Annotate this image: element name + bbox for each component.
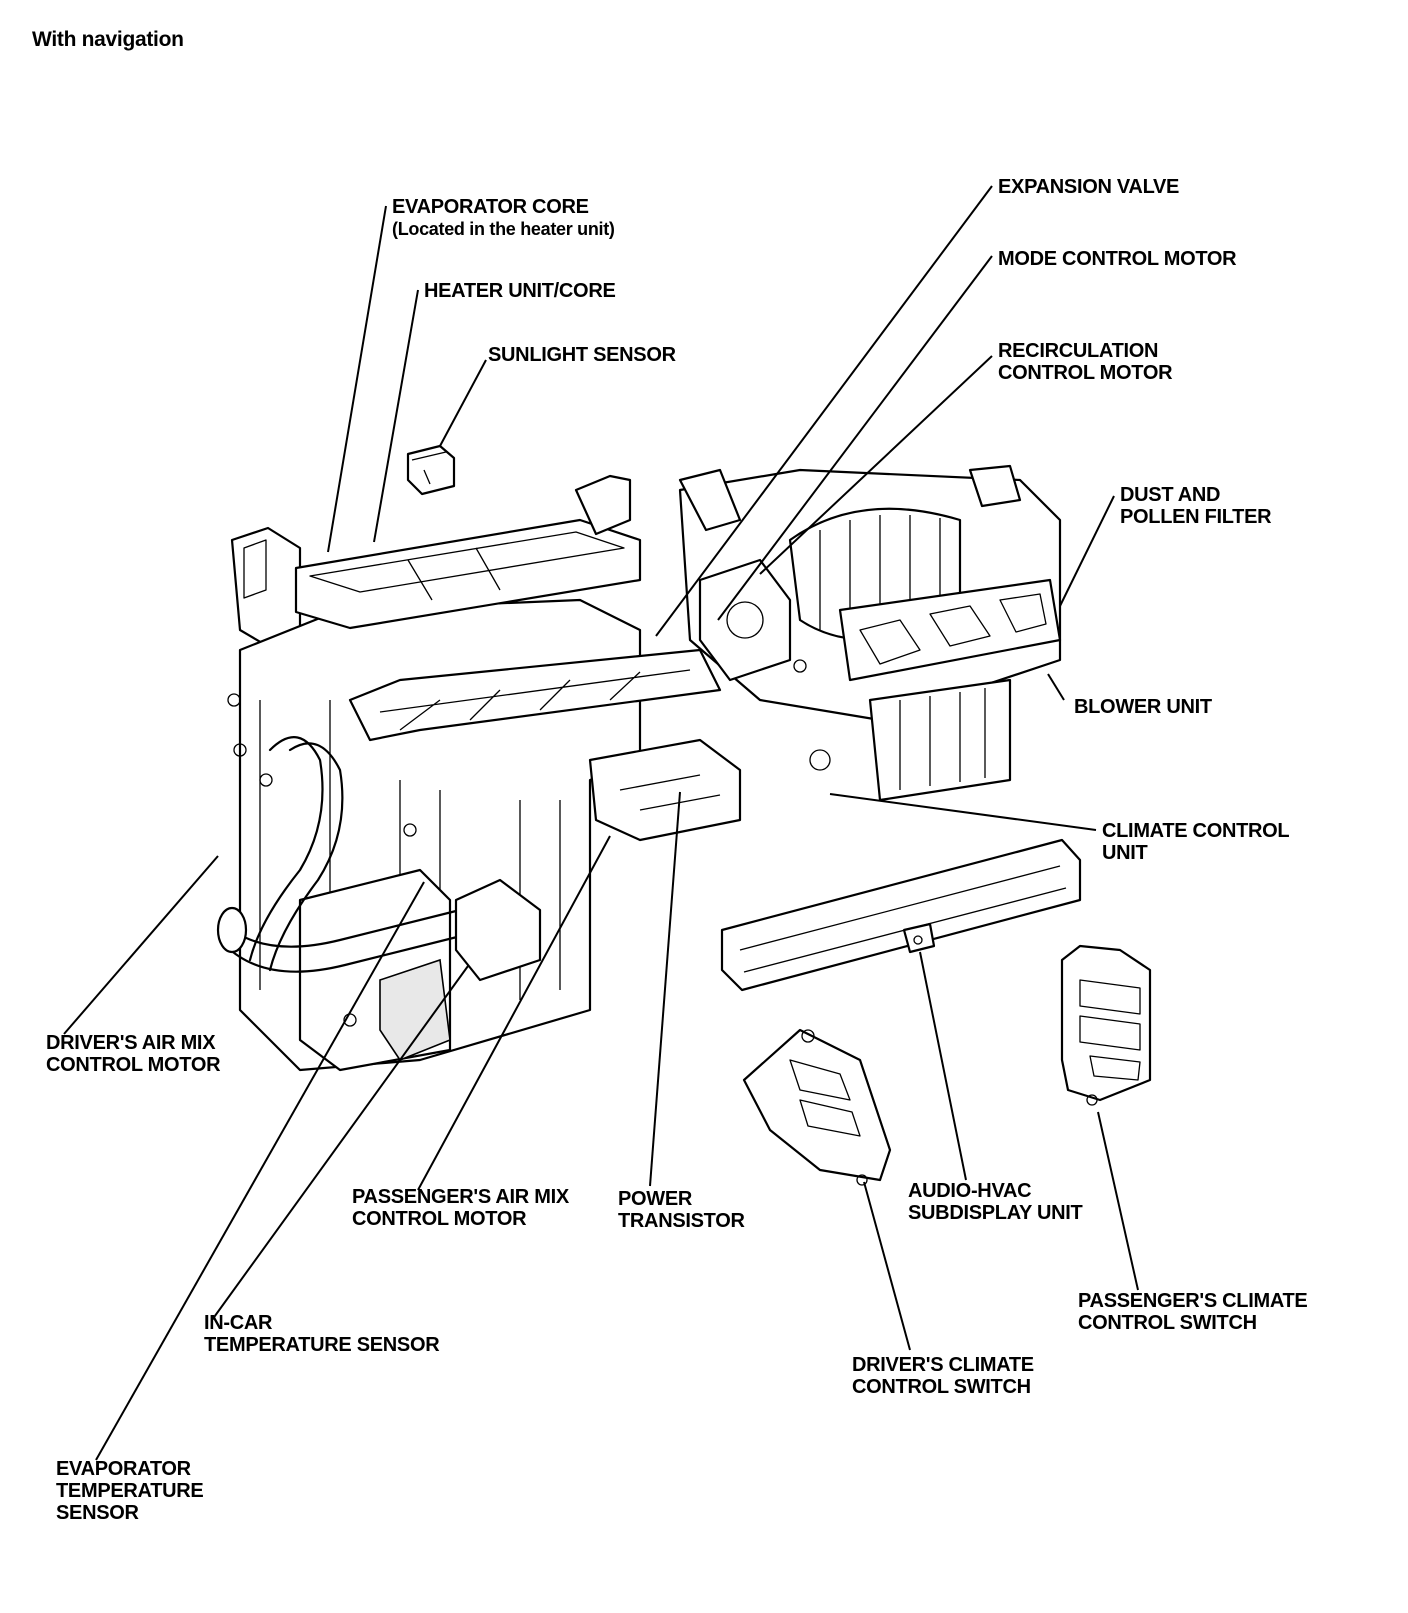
label-line: POWER xyxy=(618,1188,693,1210)
label-line: CONTROL SWITCH xyxy=(852,1376,1031,1398)
leader-power-transistor xyxy=(649,791,681,1187)
label-blower-unit: BLOWER UNIT xyxy=(1074,696,1212,718)
label-line: PASSENGER'S AIR MIX xyxy=(352,1186,569,1208)
label-sunlight-sensor: SUNLIGHT SENSOR xyxy=(488,344,676,366)
leader-drivers-air-mix-motor xyxy=(63,855,219,1035)
label-line: SUBDISPLAY UNIT xyxy=(908,1202,1083,1224)
label-line: (Located in the heater unit) xyxy=(392,219,615,239)
label-mode-control-motor: MODE CONTROL MOTOR xyxy=(998,248,1237,270)
blower-unit-drawing xyxy=(574,464,1062,802)
label-heater-unit-core: HEATER UNIT/CORE xyxy=(424,280,616,302)
label-drivers-air-mix-control-motor: DRIVER'S AIR MIX CONTROL MOTOR xyxy=(46,1032,221,1076)
label-line: TEMPERATURE xyxy=(56,1480,204,1502)
subdisplay-unit-drawing xyxy=(720,838,1082,992)
label-line: MODE CONTROL MOTOR xyxy=(998,248,1237,270)
label-passengers-climate-control-switch: PASSENGER'S CLIMATE CONTROL SWITCH xyxy=(1078,1290,1308,1334)
leader-audio-hvac-subdisplay xyxy=(919,951,967,1181)
label-line: EVAPORATOR xyxy=(56,1458,191,1480)
label-recirculation-control-motor: RECIRCULATION CONTROL MOTOR xyxy=(998,340,1173,384)
diagram-title: With navigation xyxy=(32,28,184,51)
label-line: SENSOR xyxy=(56,1502,139,1524)
label-line: TEMPERATURE SENSOR xyxy=(204,1334,440,1356)
leader-dust-and-pollen-filter xyxy=(1059,495,1115,607)
leader-recirculation-control-motor xyxy=(759,355,993,575)
label-line: SUNLIGHT SENSOR xyxy=(488,344,676,366)
label-line: BLOWER UNIT xyxy=(1074,696,1212,718)
leader-expansion-valve xyxy=(655,185,993,637)
leader-passengers-climate-switch xyxy=(1097,1111,1139,1291)
label-power-transistor: POWER TRANSISTOR xyxy=(618,1188,745,1232)
label-line: AUDIO-HVAC xyxy=(908,1180,1032,1202)
leader-drivers-climate-switch xyxy=(863,1181,911,1351)
label-line: EVAPORATOR CORE xyxy=(392,196,589,218)
label-in-car-temperature-sensor: IN-CAR TEMPERATURE SENSOR xyxy=(204,1312,440,1356)
label-evaporator-temperature-sensor: EVAPORATOR TEMPERATURE SENSOR xyxy=(56,1458,204,1524)
label-expansion-valve: EXPANSION VALVE xyxy=(998,176,1179,198)
leader-mode-control-motor xyxy=(717,255,993,621)
label-line: CONTROL MOTOR xyxy=(46,1054,221,1076)
label-line: EXPANSION VALVE xyxy=(998,176,1180,198)
passengers-switch-drawing xyxy=(1060,944,1152,1106)
heater-unit-drawing xyxy=(216,518,742,1072)
drivers-switch-drawing xyxy=(742,1028,892,1186)
label-climate-control-unit: CLIMATE CONTROL UNIT xyxy=(1102,820,1290,864)
label-line: DRIVER'S AIR MIX xyxy=(46,1032,216,1054)
leader-evaporator-core xyxy=(327,205,387,553)
label-line: DRIVER'S CLIMATE xyxy=(852,1354,1034,1376)
leader-passengers-air-mix-motor xyxy=(417,835,611,1191)
label-line: TRANSISTOR xyxy=(618,1210,745,1232)
leader-climate-control-unit xyxy=(829,793,1097,831)
label-line: CONTROL SWITCH xyxy=(1078,1312,1257,1334)
label-line: DUST AND xyxy=(1120,484,1221,506)
label-evaporator-core: EVAPORATOR CORE (Located in the heater u… xyxy=(392,196,615,240)
label-line: HEATER UNIT/CORE xyxy=(424,280,616,302)
leader-heater-unit-core xyxy=(373,289,419,543)
label-dust-and-pollen-filter: DUST AND POLLEN FILTER xyxy=(1120,484,1272,528)
sunlight-sensor-drawing xyxy=(406,444,456,496)
label-line: RECIRCULATION xyxy=(998,340,1159,362)
leader-blower-unit xyxy=(1047,673,1065,701)
label-line: CONTROL MOTOR xyxy=(998,362,1173,384)
label-audio-hvac-subdisplay-unit: AUDIO-HVAC SUBDISPLAY UNIT xyxy=(908,1180,1083,1224)
label-drivers-climate-control-switch: DRIVER'S CLIMATE CONTROL SWITCH xyxy=(852,1354,1034,1398)
label-line: UNIT xyxy=(1102,842,1148,864)
label-passengers-air-mix-control-motor: PASSENGER'S AIR MIX CONTROL MOTOR xyxy=(352,1186,569,1230)
label-line: POLLEN FILTER xyxy=(1120,506,1272,528)
leader-evaporator-temperature-sensor xyxy=(95,881,425,1461)
leader-in-car-temperature-sensor xyxy=(211,965,469,1321)
label-line: CONTROL MOTOR xyxy=(352,1208,527,1230)
leader-sunlight-sensor xyxy=(439,359,487,447)
label-line: IN-CAR xyxy=(204,1312,273,1334)
label-line: CLIMATE CONTROL xyxy=(1102,820,1290,842)
label-line: PASSENGER'S CLIMATE xyxy=(1078,1290,1308,1312)
